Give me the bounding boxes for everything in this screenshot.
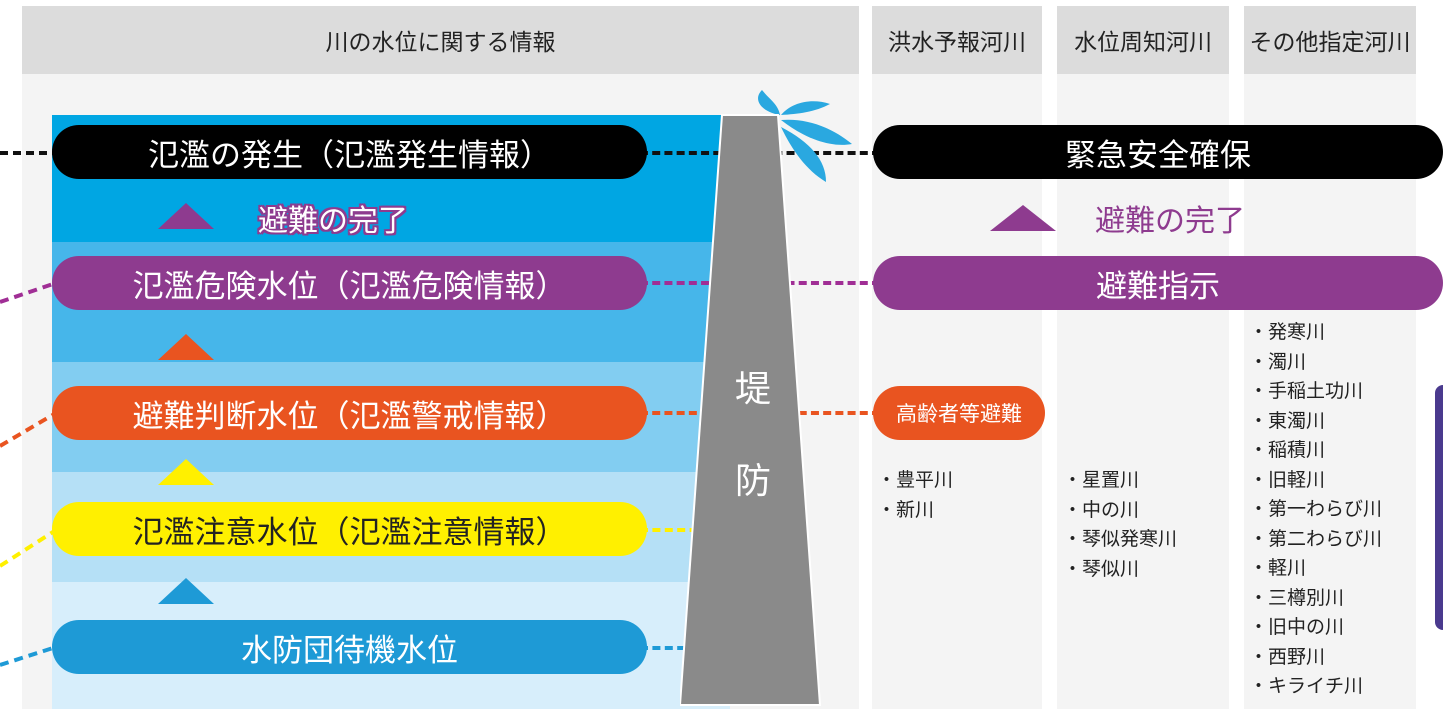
- list-item: 手稲土功川: [1249, 377, 1382, 407]
- levee-shape: [680, 90, 852, 706]
- list-item: 豊平川: [877, 466, 953, 496]
- flood-forecast-river-list: 豊平川 新川: [877, 466, 953, 525]
- list-item: 東濁川: [1249, 407, 1382, 437]
- header-other-designated-rivers: その他指定河川: [1244, 6, 1416, 74]
- water-level-notice-column: [1057, 74, 1229, 709]
- water-splash-icon: [758, 90, 852, 182]
- up-arrow-blue-icon: [158, 578, 214, 604]
- connector-line-blue: [640, 646, 710, 650]
- action-emergency-safety: 緊急安全確保: [873, 125, 1443, 179]
- list-item: 旧中の川: [1249, 613, 1382, 643]
- list-item: 旧軽川: [1249, 466, 1382, 496]
- evacuation-complete-label-left: 避難の完了: [258, 204, 408, 239]
- action-elderly-evacuation: 高齢者等避難: [873, 386, 1045, 440]
- level-flood-caution: 氾濫注意水位（氾濫注意情報）: [52, 502, 647, 556]
- up-arrow-orange-icon: [158, 334, 214, 360]
- up-arrow-yellow-icon: [158, 459, 214, 485]
- header-water-level-notice-rivers: 水位周知河川: [1057, 6, 1229, 74]
- up-arrow-purple-icon: [158, 203, 214, 229]
- list-item: 濁川: [1249, 348, 1382, 378]
- list-item: 第一わらび川: [1249, 495, 1382, 525]
- levee-char-2: 防: [735, 461, 772, 502]
- other-designated-river-list: 発寒川 濁川 手稲土功川 東濁川 稲積川 旧軽川 第一わらび川 第二わらび川 軽…: [1249, 318, 1382, 702]
- level-flood-danger: 氾濫危険水位（氾濫危険情報）: [52, 256, 647, 310]
- list-item: 三樽別川: [1249, 584, 1382, 614]
- header-river-level-info: 川の水位に関する情報: [22, 6, 859, 74]
- side-tab: [1435, 385, 1443, 630]
- levee-body: [680, 114, 822, 706]
- list-item: 第二わらび川: [1249, 525, 1382, 555]
- header-flood-forecast-rivers: 洪水予報河川: [872, 6, 1042, 74]
- list-item: 琴似発寒川: [1063, 525, 1177, 555]
- level-flood-occurrence: 氾濫の発生（氾濫発生情報）: [52, 125, 647, 179]
- connector-line-yellow: [640, 528, 710, 532]
- evacuation-complete-label-right: 避難の完了: [1095, 204, 1245, 239]
- list-item: 中の川: [1063, 496, 1177, 526]
- list-item: キライチ川: [1249, 672, 1382, 702]
- list-item: 軽川: [1249, 554, 1382, 584]
- water-level-notice-river-list: 星置川 中の川 琴似発寒川 琴似川: [1063, 466, 1177, 584]
- levee-char-1: 堤: [735, 369, 772, 410]
- list-item: 西野川: [1249, 643, 1382, 673]
- list-item: 星置川: [1063, 466, 1177, 496]
- level-standby: 水防団待機水位: [52, 620, 647, 674]
- list-item: 発寒川: [1249, 318, 1382, 348]
- list-item: 新川: [877, 496, 953, 526]
- up-arrow-purple-right-icon: [990, 205, 1056, 231]
- action-evacuation-order: 避難指示: [873, 256, 1443, 310]
- list-item: 稲積川: [1249, 436, 1382, 466]
- list-item: 琴似川: [1063, 555, 1177, 585]
- connector-line-black-left: [0, 151, 60, 155]
- left-diagonal-connectors: [0, 281, 58, 667]
- level-evacuation-judgement: 避難判断水位（氾濫警戒情報）: [52, 386, 647, 440]
